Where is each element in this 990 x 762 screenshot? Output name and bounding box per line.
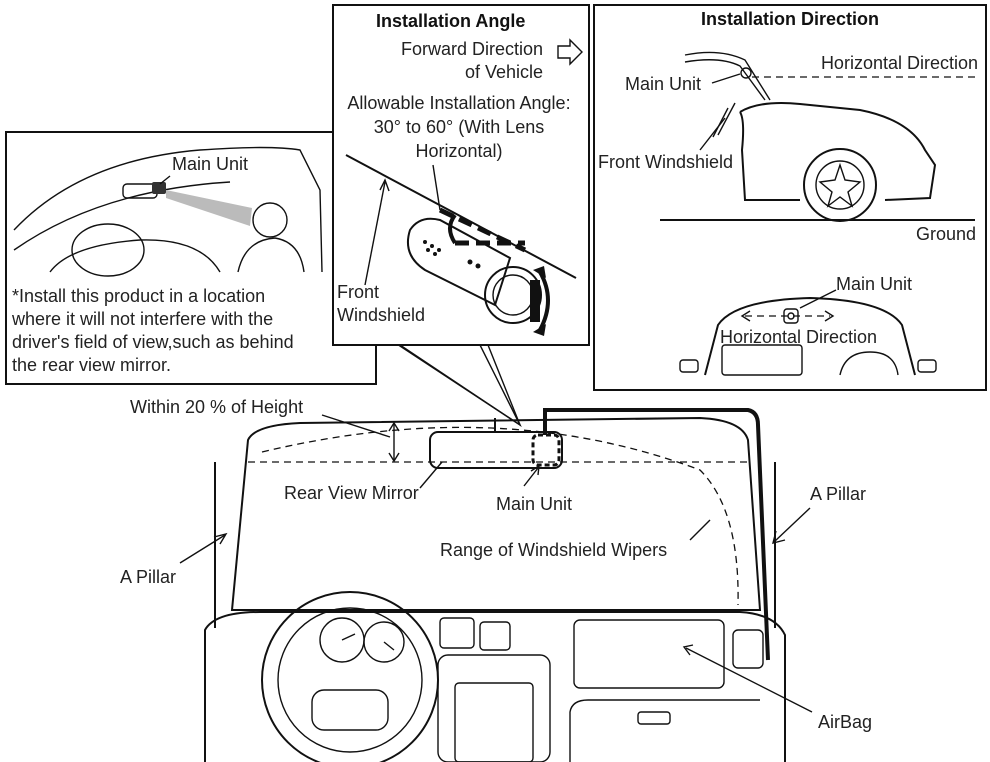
camera-body (406, 217, 512, 307)
allow-line-3: Horizontal) (415, 141, 502, 161)
wiper-range-arc (261, 426, 739, 606)
angle-panel-title: Installation Angle (376, 11, 525, 31)
left-main-unit-label: Main Unit (172, 154, 248, 174)
airbag-label: AirBag (818, 712, 872, 732)
height-arrow-heads (388, 421, 400, 463)
left-callout: Main Unit *Install this product in a loc… (5, 131, 522, 427)
car-rear-outline (704, 296, 916, 376)
rear-main-unit-label: Main Unit (836, 274, 912, 294)
height-leader (321, 414, 391, 438)
mini-main-unit (152, 182, 166, 194)
unit-leader (523, 467, 539, 487)
direction-windshield-label: Front Windshield (598, 152, 733, 172)
forward-line-1: Forward Direction (401, 39, 543, 59)
glovebox (569, 699, 760, 762)
mirror-right (917, 359, 937, 373)
speaker-grille (423, 240, 441, 256)
a-pillar-right-arrow (773, 507, 811, 543)
glovebox-handle (637, 711, 671, 725)
power-cable (543, 408, 770, 661)
windshield-line (13, 181, 231, 251)
note-line-2: where it will not interfere with the (11, 309, 273, 329)
rear-main-unit (783, 308, 799, 324)
camera-lens (484, 266, 542, 324)
direction-horizontal-label: Horizontal Direction (821, 53, 978, 73)
driver-body (237, 237, 305, 273)
main-unit-label: Main Unit (496, 494, 572, 514)
ground-label: Ground (916, 224, 976, 244)
forward-arrow-icon (557, 38, 583, 66)
main-unit-marker (531, 433, 561, 467)
forward-line-2: of Vehicle (465, 62, 543, 82)
angle-arc (448, 213, 457, 245)
mini-steering-wheel (71, 223, 145, 277)
dashboard-outline (204, 611, 786, 762)
height-note-label: Within 20 % of Height (130, 397, 303, 417)
note-line-1: *Install this product in a location (12, 286, 265, 306)
center-vent-left (439, 617, 475, 649)
dashboard-view (179, 408, 813, 762)
left-unit-leader (159, 175, 171, 185)
mirror-left (679, 359, 699, 373)
driver-head (252, 202, 288, 238)
angle-windshield-line (345, 154, 577, 279)
allow-line-1: Allowable Installation Angle: (347, 93, 570, 113)
angle-callout-pointer (397, 344, 522, 428)
car-hood (739, 102, 937, 201)
mirror-leader (419, 461, 443, 489)
side-windshield (717, 102, 736, 136)
side-main-unit (740, 67, 752, 79)
a-pillar-right-label: A Pillar (810, 484, 866, 504)
rear-horizontal-label: Horizontal Direction (720, 327, 877, 347)
angle-panel: Installation Angle Forward Direction of … (332, 4, 590, 428)
console-screen (454, 682, 534, 762)
rear-unit-leader (799, 289, 837, 309)
wheel-rim (818, 162, 862, 208)
wipers-label: Range of Windshield Wipers (440, 540, 667, 560)
a-pillar-left-arrow (179, 534, 226, 564)
allow-line-2: 30° to 60° (With Lens (374, 117, 544, 137)
note-line-4: the rear view mirror. (12, 355, 171, 375)
side-vent (732, 629, 764, 669)
note-line-3: driver's field of view,such as behind (12, 332, 294, 352)
roof-line (13, 146, 323, 273)
direction-panel: Installation Direction Horizontal Direct… (593, 4, 987, 391)
car-roof (684, 51, 771, 101)
angle-windshield-line-1: Front (337, 282, 379, 302)
airbag-panel (573, 619, 725, 689)
center-console (437, 654, 551, 762)
angle-line-upper (438, 207, 527, 253)
airbag-leader (685, 647, 813, 713)
rear-mirror-label: Rear View Mirror (284, 483, 419, 503)
direction-main-unit-label: Main Unit (625, 74, 701, 94)
field-of-view-beam (166, 190, 252, 226)
steering-wheel (261, 591, 439, 762)
windshield-outline (230, 416, 762, 611)
direction-panel-title: Installation Direction (701, 9, 879, 29)
angle-windshield-line-2: Windshield (337, 305, 425, 325)
a-pillar-left-label: A Pillar (120, 567, 176, 587)
angle-windshield-leader (364, 181, 386, 286)
lens-face (530, 280, 540, 322)
gauge-right (363, 621, 405, 663)
wiper-leader (689, 519, 711, 541)
center-vent-right (479, 621, 511, 651)
rotation-arc (538, 271, 550, 331)
side-windshield-leader (699, 117, 726, 151)
